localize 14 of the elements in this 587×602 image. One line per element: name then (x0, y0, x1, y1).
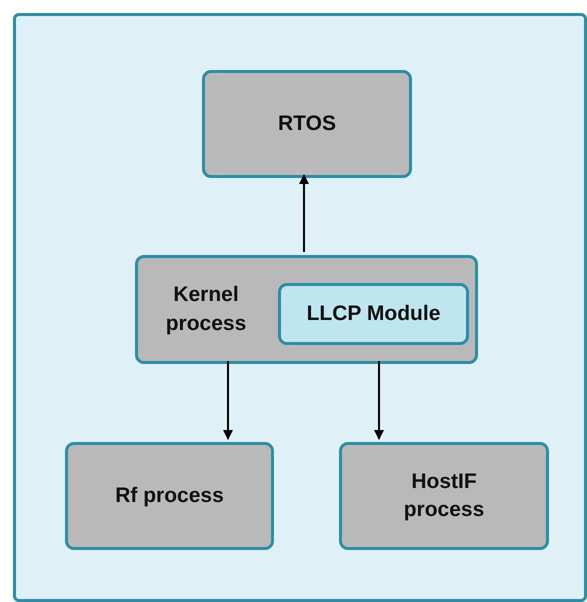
node-label: RTOS (278, 110, 336, 137)
module-box (278, 283, 469, 345)
container-box (13, 13, 587, 602)
arrow (299, 174, 309, 252)
process-box (135, 255, 478, 364)
process-box (339, 442, 549, 550)
node-label: Rf process (115, 482, 224, 509)
node-label: Kernel process (164, 282, 248, 336)
arrow (223, 361, 233, 440)
arrow (374, 361, 384, 440)
node-label: LLCP Module (306, 300, 440, 327)
process-box (65, 442, 274, 550)
node-label: HostIF process (402, 468, 486, 523)
process-box (202, 70, 412, 178)
